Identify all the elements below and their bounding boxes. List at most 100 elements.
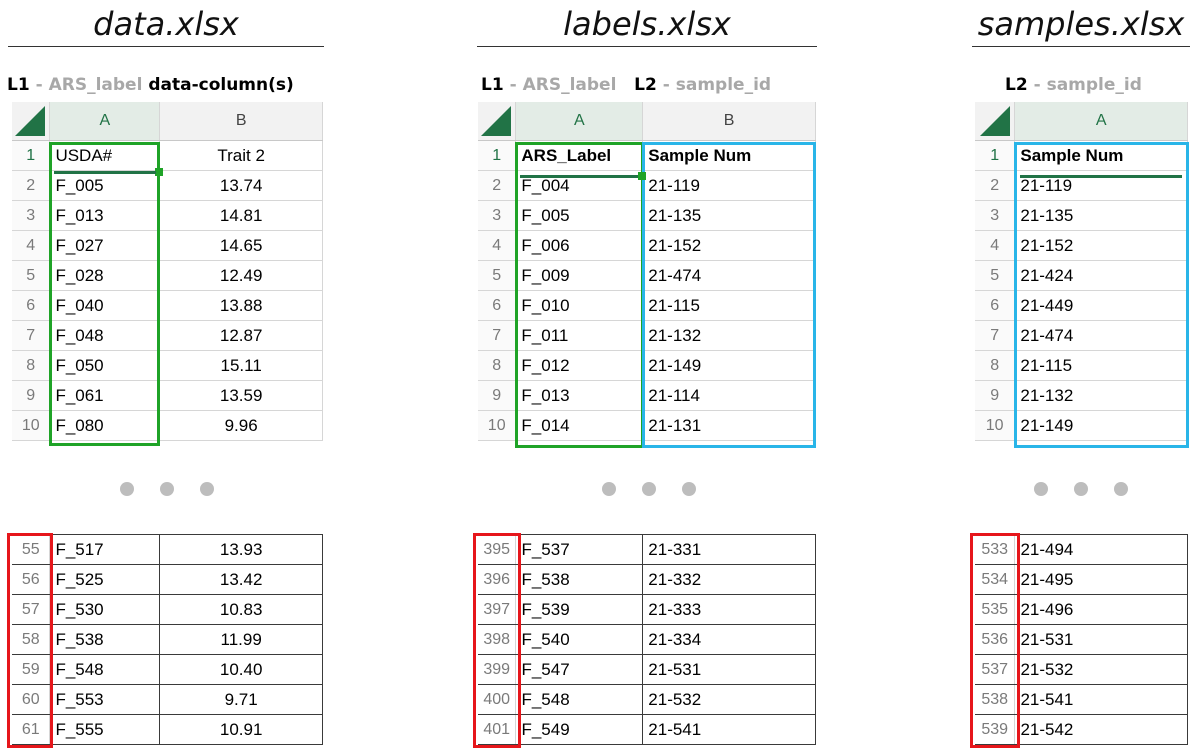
cell[interactable]: Trait 2 [159, 140, 323, 171]
cell[interactable]: 21-135 [642, 200, 816, 231]
row-number[interactable]: 55 [12, 534, 51, 565]
cell[interactable]: 21-449 [1014, 290, 1188, 321]
cell[interactable]: 13.93 [159, 534, 323, 565]
row-number[interactable]: 534 [975, 564, 1016, 595]
cell[interactable]: 21-424 [1014, 260, 1188, 291]
cell[interactable]: 12.49 [159, 260, 323, 291]
row-number[interactable]: 5 [12, 260, 51, 291]
cell[interactable]: 13.74 [159, 170, 323, 201]
row-number[interactable]: 1 [478, 140, 517, 171]
cell[interactable]: F_028 [49, 260, 161, 291]
cell[interactable]: F_537 [515, 534, 644, 565]
row-number[interactable]: 396 [478, 564, 517, 595]
cell[interactable]: 21-149 [642, 350, 816, 381]
cell[interactable]: F_010 [515, 290, 644, 321]
select-all-corner[interactable] [975, 102, 1016, 141]
cell[interactable]: 21-542 [1014, 714, 1188, 745]
cell[interactable]: F_549 [515, 714, 644, 745]
column-header-b[interactable]: B [159, 102, 323, 141]
row-number[interactable]: 5 [478, 260, 517, 291]
cell[interactable]: 21-333 [642, 594, 816, 625]
cell[interactable]: 21-135 [1014, 200, 1188, 231]
cell[interactable]: 13.88 [159, 290, 323, 321]
cell[interactable]: 21-494 [1014, 534, 1188, 565]
cell[interactable]: 11.99 [159, 624, 323, 655]
row-number[interactable]: 7 [12, 320, 51, 351]
cell[interactable]: 21-152 [1014, 230, 1188, 261]
cell[interactable]: 21-114 [642, 380, 816, 411]
cell[interactable]: 21-532 [642, 684, 816, 715]
row-number[interactable]: 61 [12, 714, 51, 745]
cell[interactable]: 21-152 [642, 230, 816, 261]
cell[interactable]: 13.42 [159, 564, 323, 595]
row-number[interactable]: 8 [975, 350, 1016, 381]
cell[interactable]: F_014 [515, 410, 644, 441]
cell[interactable]: F_006 [515, 230, 644, 261]
row-number[interactable]: 5 [975, 260, 1016, 291]
cell[interactable]: 21-132 [1014, 380, 1188, 411]
cell[interactable]: 21-474 [1014, 320, 1188, 351]
row-number[interactable]: 536 [975, 624, 1016, 655]
row-number[interactable]: 537 [975, 654, 1016, 685]
row-number[interactable]: 2 [12, 170, 51, 201]
row-number[interactable]: 9 [478, 380, 517, 411]
cell[interactable]: F_548 [49, 654, 161, 685]
column-header-a[interactable]: A [515, 102, 644, 141]
cell[interactable]: F_011 [515, 320, 644, 351]
cell[interactable]: 21-541 [1014, 684, 1188, 715]
row-number[interactable]: 3 [478, 200, 517, 231]
cell[interactable]: F_530 [49, 594, 161, 625]
cell[interactable]: 21-334 [642, 624, 816, 655]
row-number[interactable]: 533 [975, 534, 1016, 565]
row-number[interactable]: 58 [12, 624, 51, 655]
select-all-corner[interactable] [12, 102, 51, 141]
cell[interactable]: F_555 [49, 714, 161, 745]
row-number[interactable]: 538 [975, 684, 1016, 715]
row-number[interactable]: 399 [478, 654, 517, 685]
row-number[interactable]: 56 [12, 564, 51, 595]
row-number[interactable]: 1 [12, 140, 51, 171]
cell[interactable]: 21-531 [642, 654, 816, 685]
cell[interactable]: 21-531 [1014, 624, 1188, 655]
row-number[interactable]: 401 [478, 714, 517, 745]
cell[interactable]: Sample Num [1014, 140, 1188, 171]
cell[interactable]: 12.87 [159, 320, 323, 351]
row-number[interactable]: 4 [12, 230, 51, 261]
cell[interactable]: F_012 [515, 350, 644, 381]
row-number[interactable]: 3 [975, 200, 1016, 231]
cell[interactable]: F_061 [49, 380, 161, 411]
cell[interactable]: 21-115 [1014, 350, 1188, 381]
row-number[interactable]: 395 [478, 534, 517, 565]
row-number[interactable]: 539 [975, 714, 1016, 745]
cell[interactable]: F_013 [515, 380, 644, 411]
column-header-b[interactable]: B [642, 102, 816, 141]
cell[interactable]: F_553 [49, 684, 161, 715]
row-number[interactable]: 10 [478, 410, 517, 441]
cell[interactable]: F_005 [515, 200, 644, 231]
cell[interactable]: F_080 [49, 410, 161, 441]
cell[interactable]: 9.96 [159, 410, 323, 441]
row-number[interactable]: 60 [12, 684, 51, 715]
cell[interactable]: 21-541 [642, 714, 816, 745]
row-number[interactable]: 7 [975, 320, 1016, 351]
cell[interactable]: F_540 [515, 624, 644, 655]
cell[interactable]: F_009 [515, 260, 644, 291]
cell[interactable]: 13.59 [159, 380, 323, 411]
row-number[interactable]: 535 [975, 594, 1016, 625]
cell[interactable]: F_040 [49, 290, 161, 321]
cell[interactable]: 10.91 [159, 714, 323, 745]
column-header-a[interactable]: A [1014, 102, 1188, 141]
row-number[interactable]: 10 [975, 410, 1016, 441]
cell[interactable]: 15.11 [159, 350, 323, 381]
row-number[interactable]: 3 [12, 200, 51, 231]
cell[interactable]: 14.65 [159, 230, 323, 261]
row-number[interactable]: 398 [478, 624, 517, 655]
row-number[interactable]: 1 [975, 140, 1016, 171]
row-number[interactable]: 8 [478, 350, 517, 381]
cell[interactable]: 21-131 [642, 410, 816, 441]
cell[interactable]: F_547 [515, 654, 644, 685]
cell[interactable]: 21-119 [642, 170, 816, 201]
row-number[interactable]: 59 [12, 654, 51, 685]
cell[interactable]: F_548 [515, 684, 644, 715]
cell[interactable]: 21-495 [1014, 564, 1188, 595]
